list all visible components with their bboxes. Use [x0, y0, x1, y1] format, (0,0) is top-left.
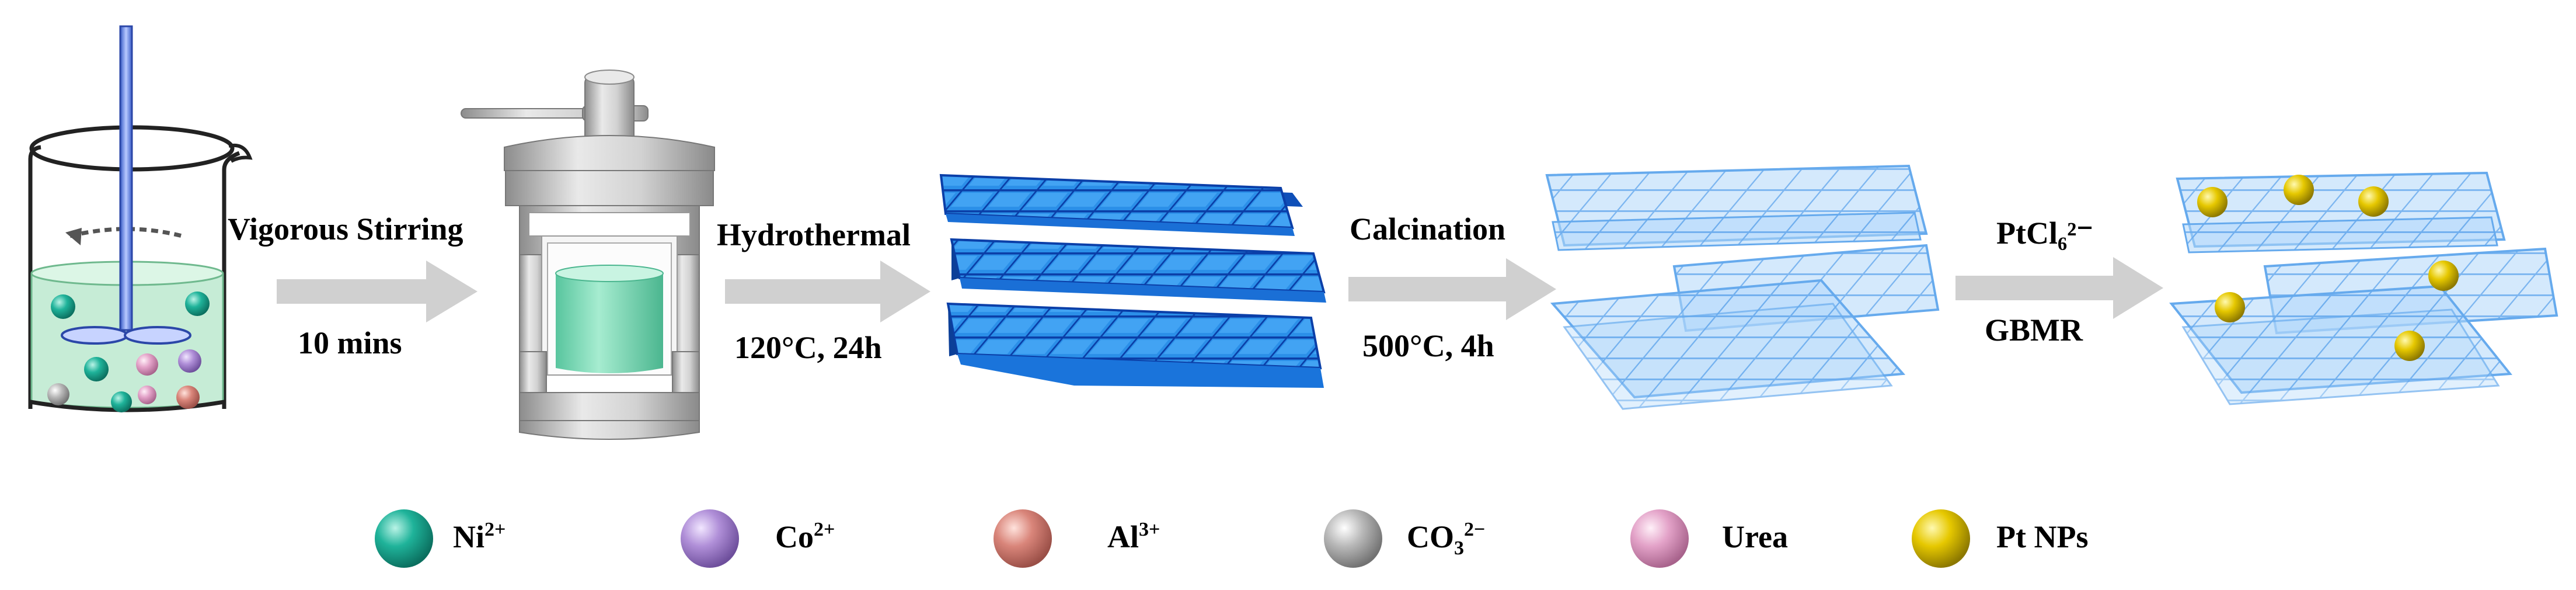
legend-label-co3: CO32−	[1407, 519, 1486, 559]
arrow-step-4	[1955, 257, 2163, 319]
step-2-parameters: 120°C, 24h	[734, 330, 882, 365]
ion-co	[178, 349, 201, 373]
legend-marker-co	[681, 509, 739, 568]
legend-marker-urea	[1630, 509, 1689, 568]
legend-marker-co3	[1324, 509, 1382, 568]
ldh-sheet-bottom	[946, 302, 1324, 388]
pt-nanoparticle	[2284, 175, 2314, 205]
stirring-blade	[61, 326, 128, 345]
calcined-nanosheets	[1545, 164, 1940, 410]
step-4-reagent: PtCl₆²⁻	[1996, 216, 2093, 251]
step-1-time: 10 mins	[298, 325, 402, 360]
pt-loaded-nanosheets	[2169, 171, 2558, 405]
ldh-sheet-top	[939, 173, 1303, 236]
arrow-step-2	[725, 261, 930, 322]
legend-label-urea: Urea	[1722, 519, 1788, 554]
legend-label-al: Al3+	[1107, 519, 1160, 554]
ion-co3	[47, 383, 69, 405]
ion-ni	[84, 357, 109, 381]
legend-label-ni: Ni2+	[453, 519, 506, 554]
arrow-step-1	[277, 261, 477, 322]
legend-label-co: Co2+	[775, 519, 835, 554]
pt-nanoparticle	[2428, 261, 2459, 291]
step-3-condition: Calcination	[1350, 211, 1506, 247]
arrow-step-3	[1348, 258, 1556, 320]
legend-marker-pt	[1912, 509, 1970, 568]
pt-nanoparticle	[2394, 331, 2425, 361]
legend-marker-al	[994, 509, 1052, 568]
step-3-parameters: 500°C, 4h	[1362, 328, 1494, 363]
pt-nanoparticle	[2197, 187, 2228, 217]
step-1-condition: Vigorous Stirring	[228, 211, 463, 247]
ion-ni	[111, 391, 132, 412]
pt-nanoparticle	[2215, 292, 2245, 322]
autoclave	[461, 70, 715, 440]
ion-ni	[51, 294, 75, 319]
ion-urea	[136, 353, 158, 376]
ion-ni	[185, 291, 210, 316]
legend-label-pt: Pt NPs	[1996, 519, 2089, 554]
legend-marker-ni	[375, 509, 433, 568]
pt-nanoparticle	[2358, 186, 2389, 217]
ion-urea	[138, 386, 156, 404]
stirring-rod	[119, 25, 133, 331]
ldh-sheet-middle	[950, 238, 1326, 303]
step-2-condition: Hydrothermal	[717, 217, 911, 252]
ldh-nanosheets	[939, 173, 1326, 388]
ion-al	[176, 386, 200, 409]
step-4-method: GBMR	[1985, 313, 2083, 348]
beaker	[28, 25, 253, 412]
legend-markers	[375, 509, 1970, 568]
autoclave-liquid	[556, 273, 663, 373]
